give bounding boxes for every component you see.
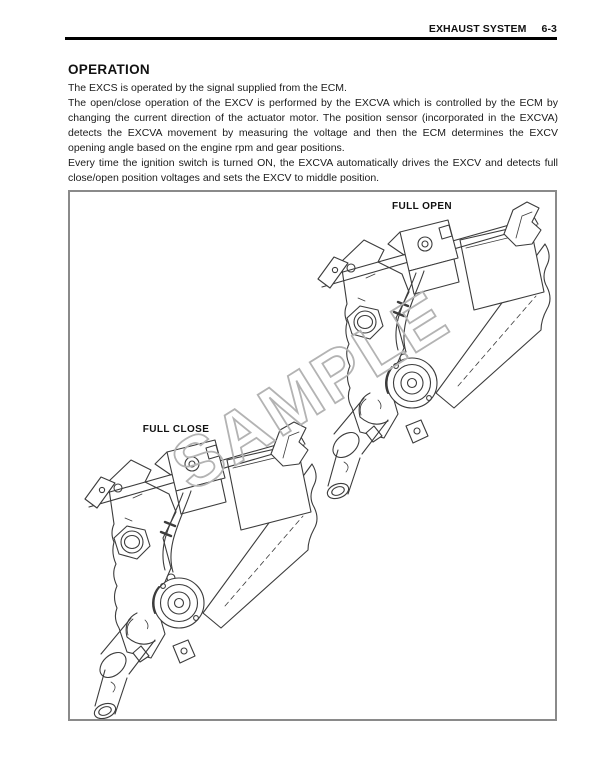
header-rule [65,37,557,40]
body-text: The EXCS is operated by the signal suppl… [68,81,558,186]
paragraph-2: The open/close operation of the EXCV is … [68,97,558,154]
paragraph-1: The EXCS is operated by the signal suppl… [68,82,347,94]
header-section-title: EXHAUST SYSTEM [428,23,527,35]
label-full-close: FULL CLOSE [143,424,210,435]
section-heading: OPERATION [68,62,150,77]
figure-frame: SAMPLE FULL OPEN FULL CLOSE [68,190,557,723]
paragraph-3: Every time the ignition switch is turned… [68,157,558,184]
excv-operation-diagram: SAMPLE FULL OPEN FULL CLOSE [83,200,552,723]
page-header: EXHAUST SYSTEM 6-3 [65,23,557,35]
header-page-number: 6-3 [541,23,557,35]
label-full-open: FULL OPEN [392,201,452,212]
